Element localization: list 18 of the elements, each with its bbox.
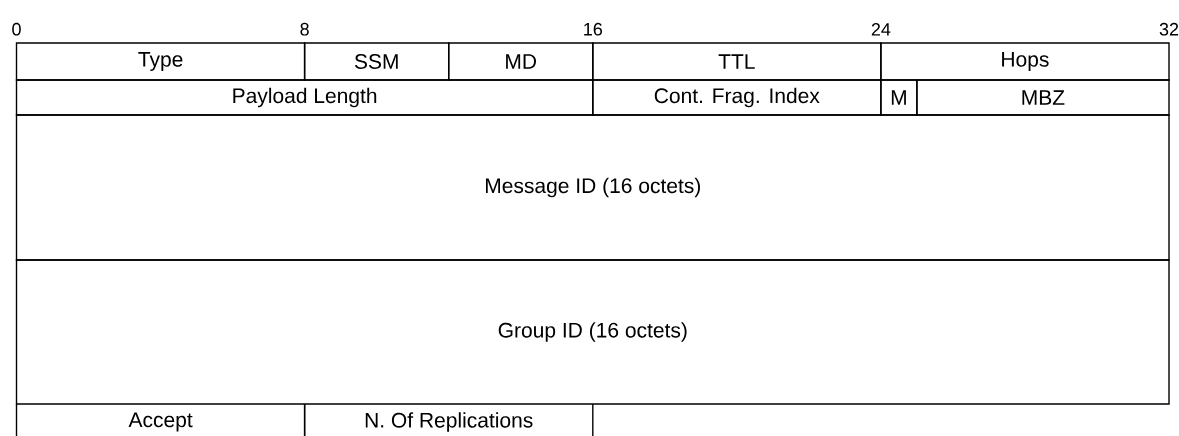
field-cell: MBZ <box>916 79 1170 116</box>
field-cell: Group ID (16 octets) <box>15 259 1170 405</box>
field-cell: Payload Length <box>15 79 594 116</box>
bit-number: 24 <box>871 23 891 36</box>
bit-number: 32 <box>1159 22 1179 36</box>
field-cell: Hops <box>880 42 1170 81</box>
field-cell: TTL <box>592 42 882 81</box>
field-cell: Cont. Frag. Index <box>592 79 882 116</box>
field-cell: SSM <box>303 42 450 81</box>
bit-number: 16 <box>584 22 602 36</box>
field-cell: Type <box>15 42 306 81</box>
field-cell: N. Of Replications <box>303 403 594 436</box>
field-cell: MD <box>448 42 594 81</box>
field-cell: Message ID (16 octets) <box>15 114 1170 261</box>
bit-number: 8 <box>300 22 309 36</box>
field-cell: Accept <box>15 403 306 436</box>
field-cell: M <box>880 79 918 116</box>
bit-number: 0 <box>12 22 21 36</box>
